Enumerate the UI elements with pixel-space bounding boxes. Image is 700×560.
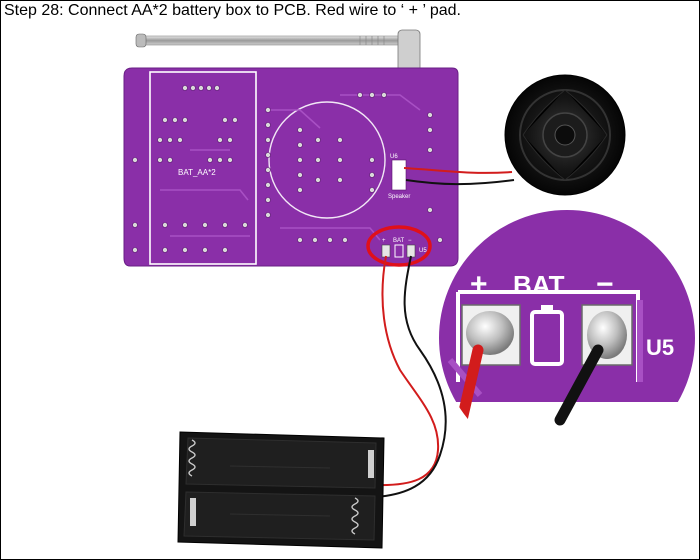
- pcb-minus-label: −: [408, 238, 412, 244]
- zoom-bat-symbol: [530, 310, 564, 366]
- step-caption: Step 28: Connect AA*2 battery box to PCB…: [4, 2, 461, 19]
- zoom-black-wire: [554, 344, 604, 426]
- battery-wires: [374, 255, 447, 498]
- pcb-bat-aa2-label: BAT_AA*2: [178, 168, 216, 177]
- pcb-board: BAT_AA*2 U6 Speaker + BAT − U5: [123, 67, 459, 267]
- zoom-plus-solder: [466, 311, 514, 355]
- zoom-red-wire: [456, 344, 484, 426]
- bat-plus-pad: [381, 244, 391, 258]
- speaker: [504, 74, 626, 196]
- pcb-bat-label: BAT: [393, 238, 405, 244]
- pcb-plus-label: +: [382, 238, 386, 244]
- pcb-u5-label: U5: [419, 248, 427, 254]
- zoom-u5-label: U5: [646, 335, 674, 360]
- bat-minus-pad: [406, 244, 416, 258]
- battery-box: [177, 431, 385, 549]
- zoom-minus-label: −: [596, 268, 614, 301]
- zoom-inset: + BAT − U5: [435, 206, 699, 470]
- bat-symbol: [394, 244, 404, 258]
- pcb-u6-label: U6: [390, 154, 398, 160]
- pcb-speaker-label: Speaker: [388, 194, 410, 200]
- zoom-plus-label: +: [470, 268, 488, 301]
- zoom-bat-label: BAT: [513, 270, 565, 300]
- speaker-pad: [391, 159, 407, 191]
- speaker-wires: [403, 167, 515, 186]
- highlight-circle: [366, 225, 432, 267]
